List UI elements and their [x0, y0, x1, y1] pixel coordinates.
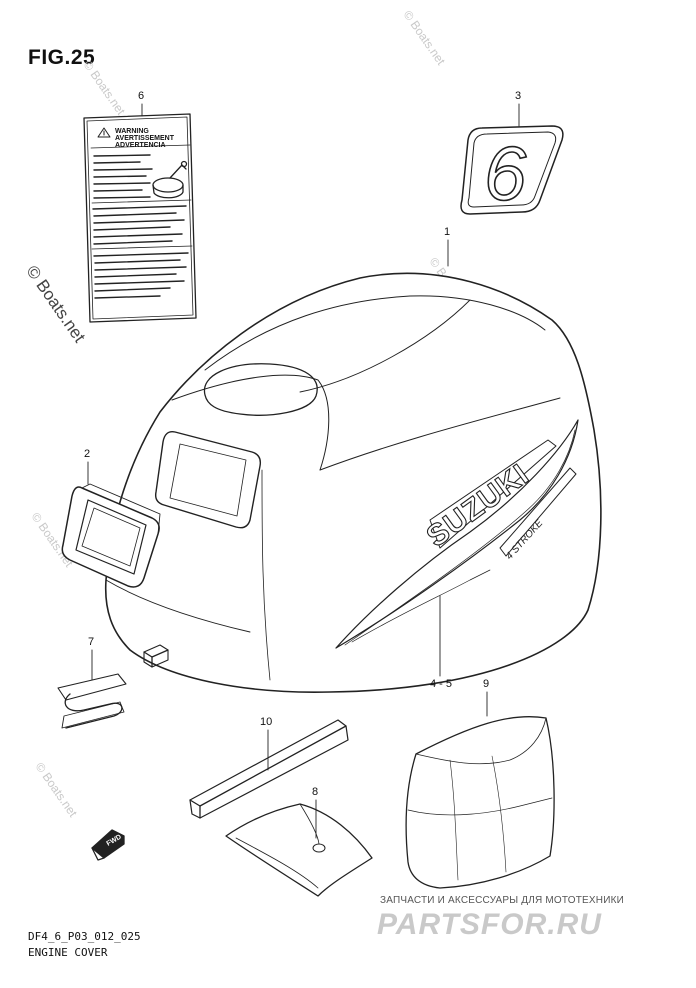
callout-6: 6	[138, 90, 145, 102]
leader-lines	[87, 103, 520, 839]
callout-7: 7	[88, 636, 95, 648]
foam-strip-part	[189, 719, 349, 819]
label-avertissement-text: AVERTISSEMENT	[115, 135, 175, 142]
engine-cover-part	[104, 272, 602, 693]
label-advertencia-text: ADVERTENCIA	[115, 142, 166, 149]
emblem-part	[57, 673, 127, 729]
warning-label-part	[83, 113, 197, 323]
cover-bag-part	[405, 715, 555, 889]
callout-3: 3	[515, 90, 522, 102]
callout-10: 10	[260, 716, 273, 728]
diagram-code: DF4_6_P03_012_025	[28, 930, 141, 943]
seal-grommet-part	[61, 483, 161, 588]
callout-9: 9	[483, 678, 490, 690]
fwd-arrow-icon	[91, 829, 125, 861]
label-warning-text: WARNING	[115, 128, 149, 135]
diagram-name: ENGINE COVER	[28, 946, 108, 959]
callout-8: 8	[312, 786, 319, 798]
decal-numeral: 6	[484, 132, 527, 217]
brand-logo: PARTSFOR.RU	[377, 908, 602, 941]
callout-1: 1	[444, 226, 451, 238]
number-decal-part	[460, 125, 564, 215]
callout-4-5: 4 - 5	[430, 678, 453, 690]
figure-title: FIG.25	[28, 46, 96, 69]
tool-bag-part	[225, 803, 373, 897]
callout-2: 2	[84, 448, 91, 460]
brand-subtitle: ЗАПЧАСТИ И АКСЕССУАРЫ ДЛЯ МОТОТЕХНИКИ	[380, 895, 625, 906]
